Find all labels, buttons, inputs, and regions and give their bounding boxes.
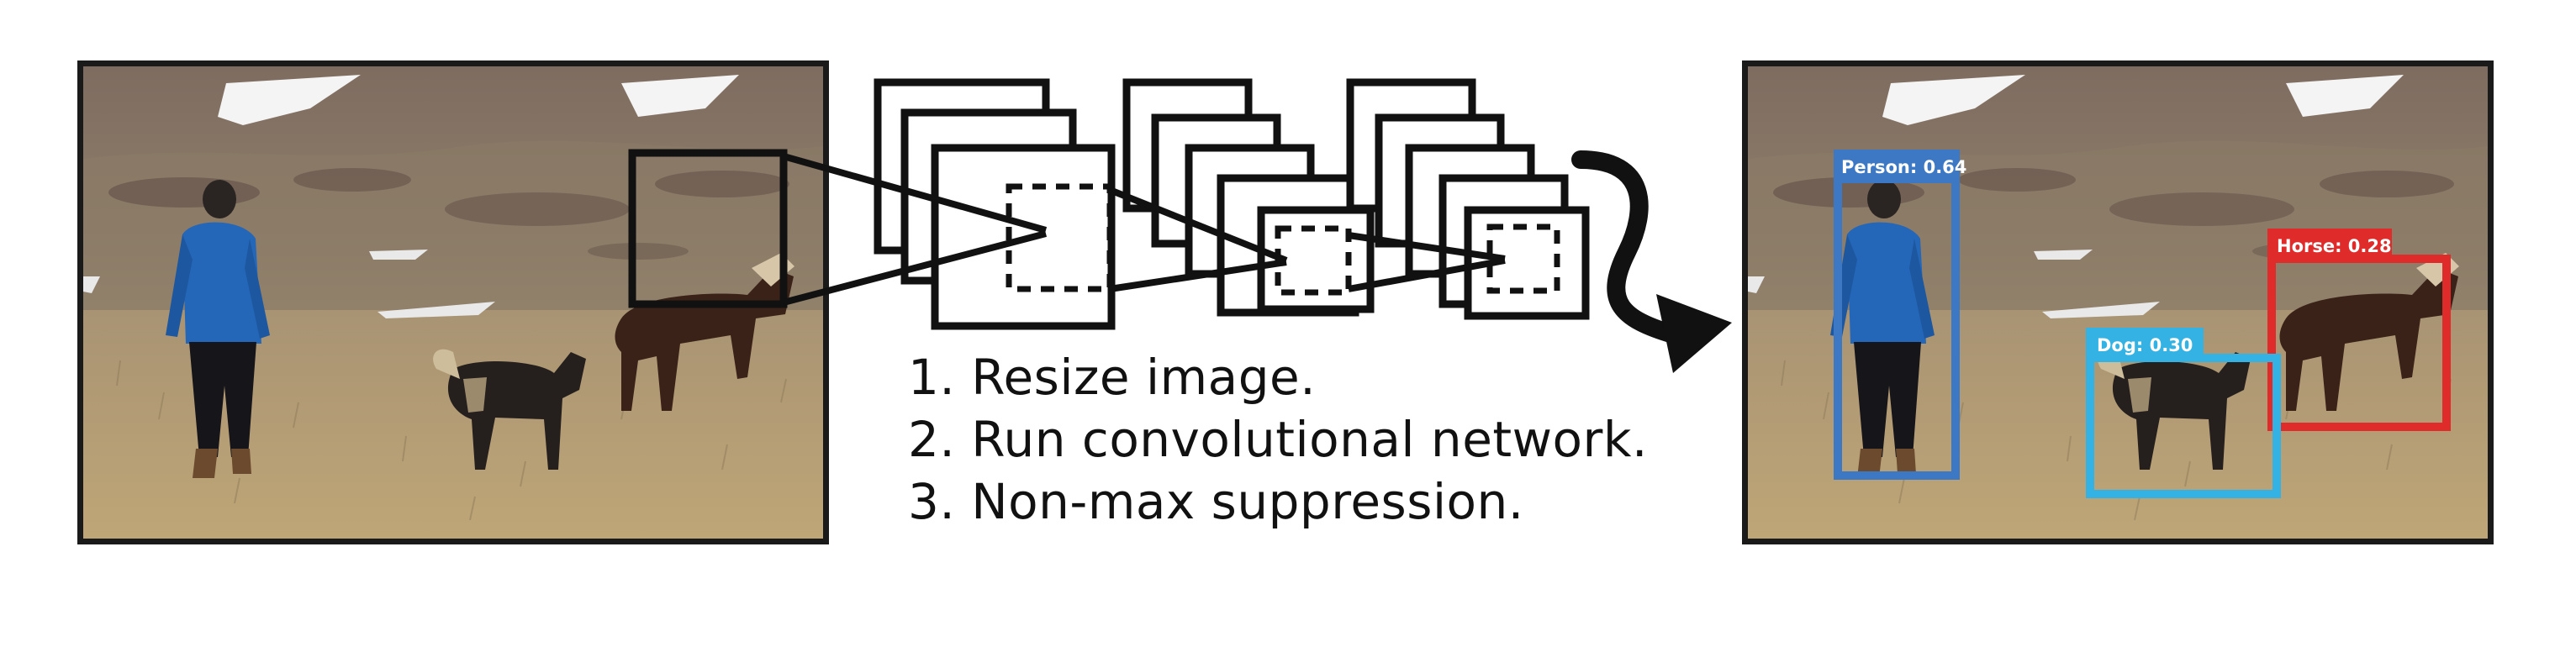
- step-resize: 1. Resize image.: [908, 349, 1317, 406]
- projection-lines: [782, 153, 1506, 306]
- detection-box-person: Person: 0.64: [1834, 150, 1966, 480]
- detection-label-dog: Dog: 0.30: [2097, 335, 2193, 355]
- input-image: [77, 60, 829, 544]
- conv-network-stacks: [874, 78, 1590, 330]
- detection-label-horse: Horse: 0.28: [2277, 236, 2392, 256]
- detection-box-horse: Horse: 0.28: [2267, 229, 2451, 431]
- output-image: Person: 0.64 Horse: 0.28 Dog: 0.30: [1742, 60, 2494, 544]
- step-nms: 3. Non-max suppression.: [908, 473, 1524, 530]
- pipeline-steps: 1. Resize image. 2. Run convolutional ne…: [908, 346, 1665, 533]
- step-run-network: 2. Run convolutional network.: [908, 411, 1648, 468]
- input-crop-square: [628, 149, 788, 308]
- curved-arrow: [1571, 150, 1732, 373]
- detection-label-person: Person: 0.64: [1841, 157, 1966, 177]
- detection-box-dog: Dog: 0.30: [2086, 328, 2281, 498]
